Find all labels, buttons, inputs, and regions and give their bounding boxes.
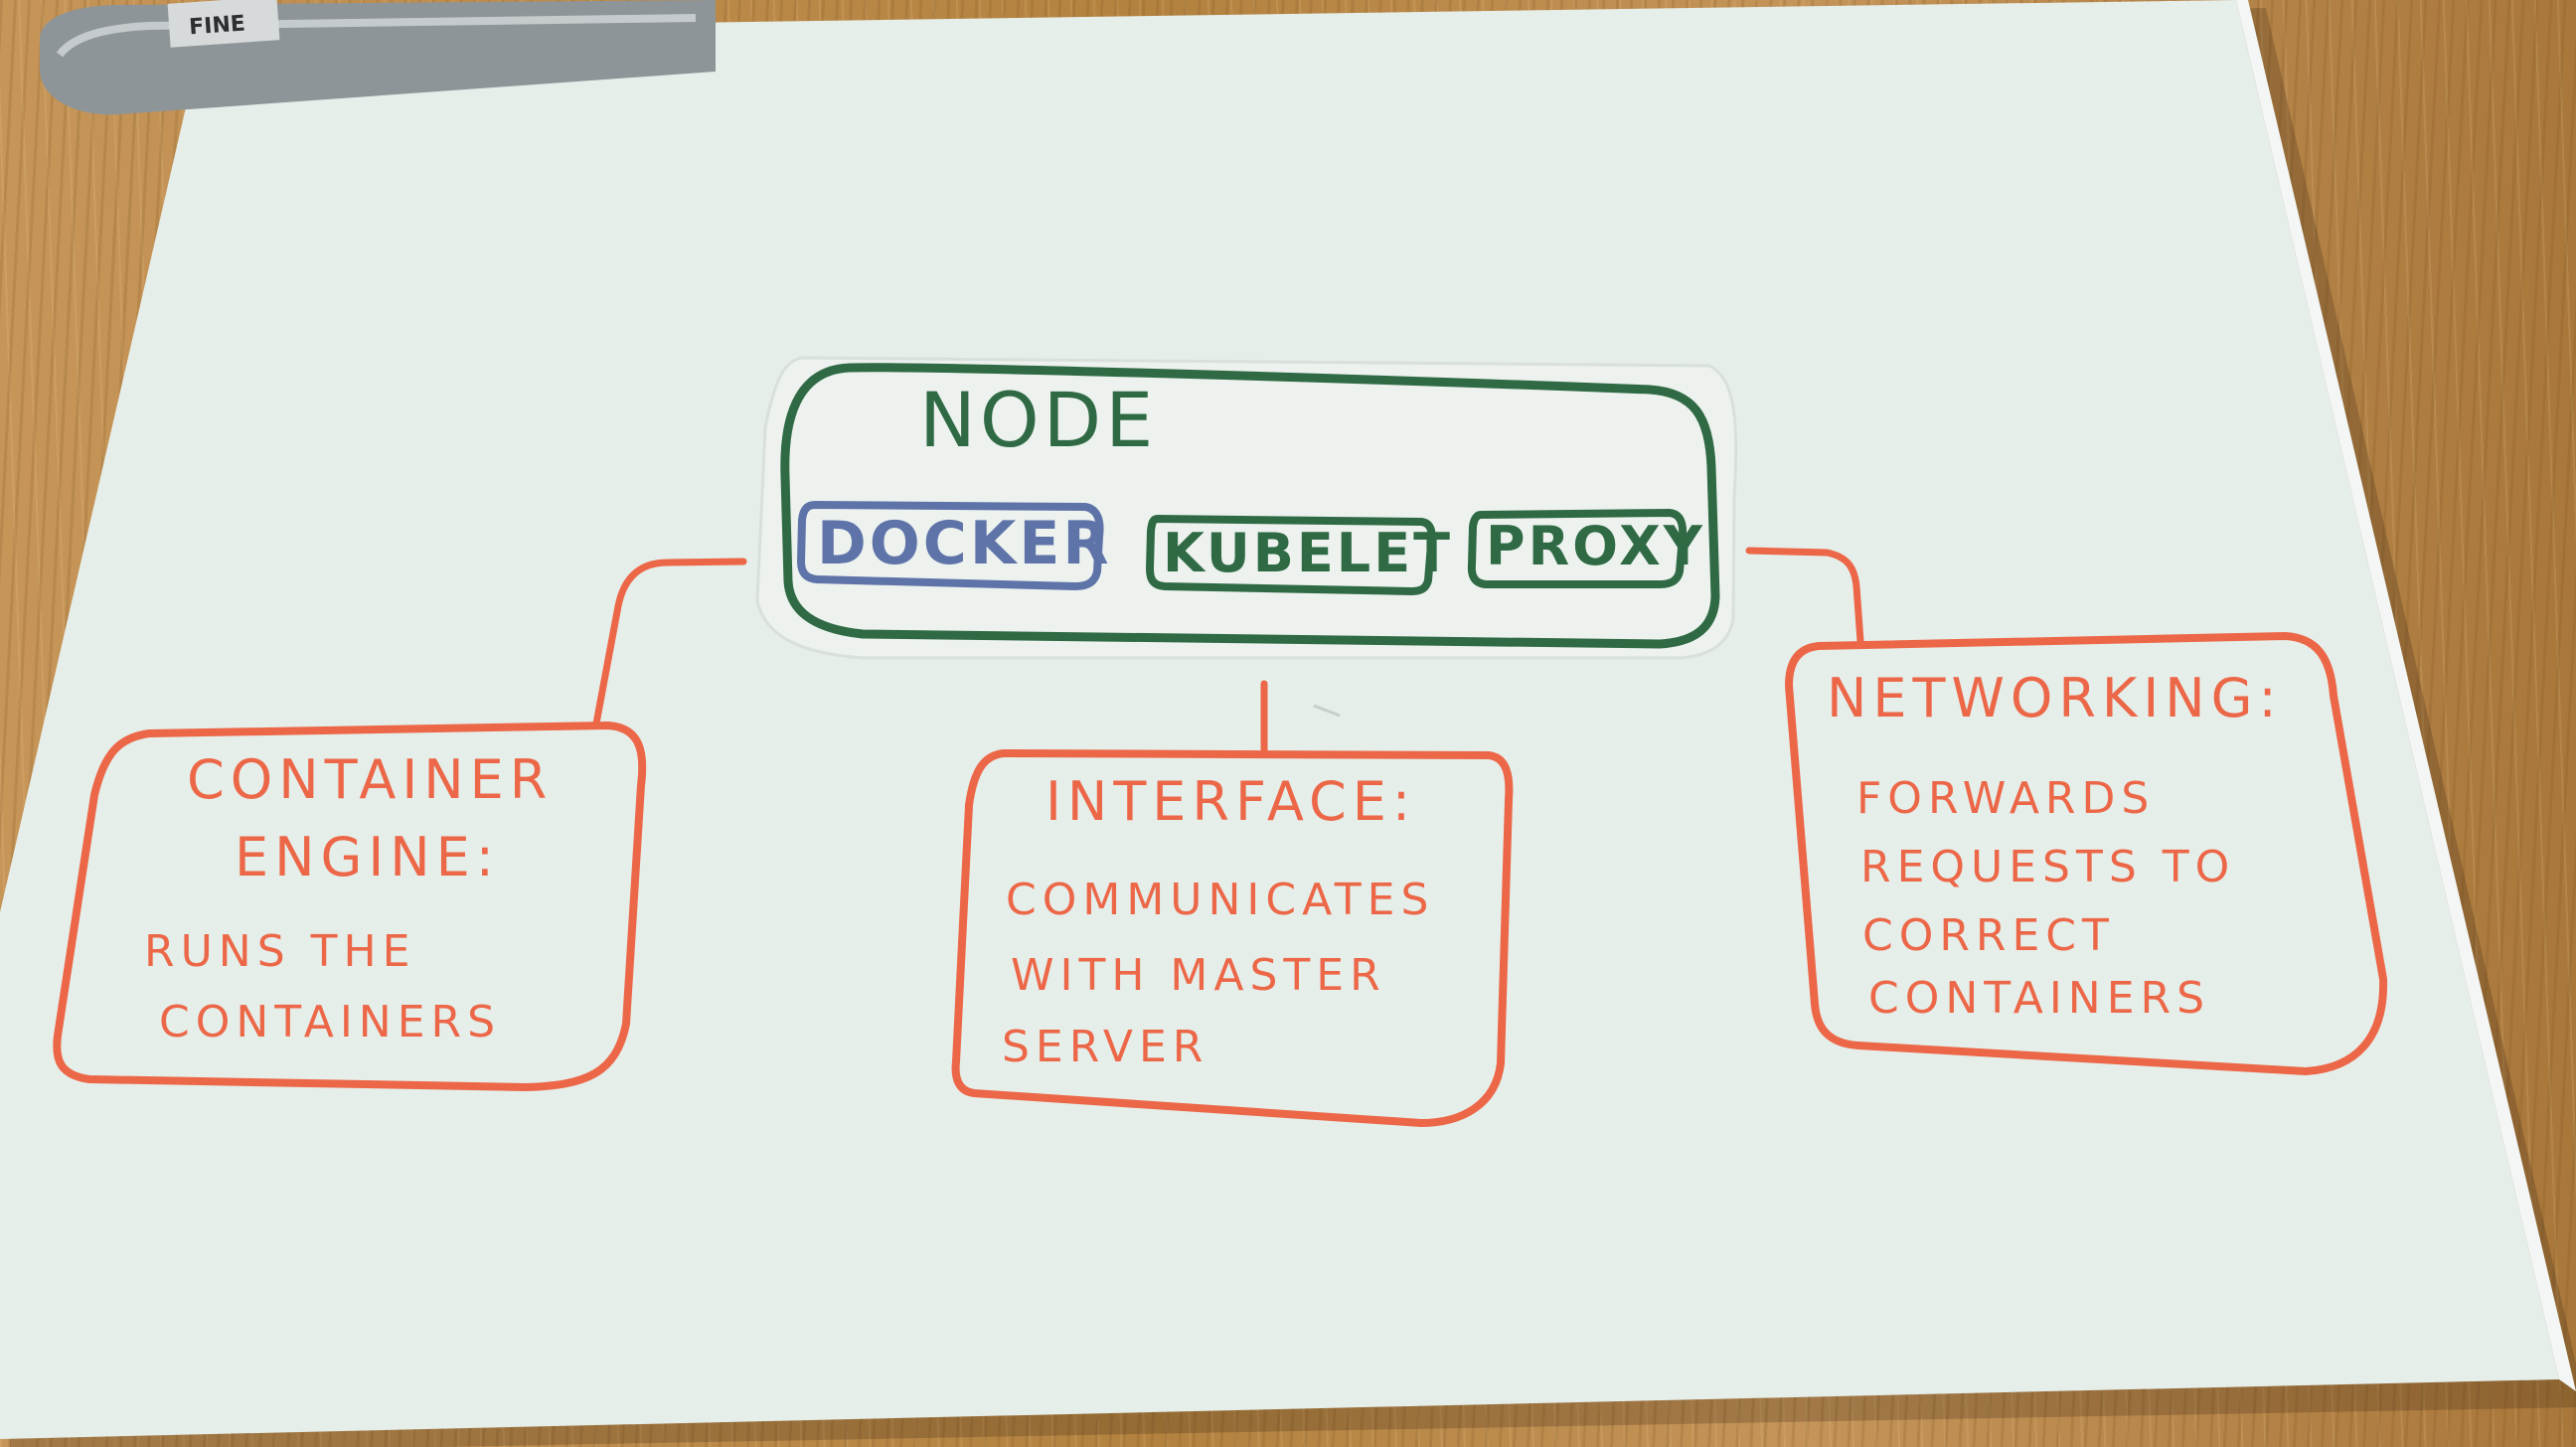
container-engine-heading-line-1: CONTAINER [187,748,554,811]
networking-body-line-3: CORRECT [1862,910,2115,961]
container-engine-body-line-2: CONTAINERS [159,997,502,1047]
container-engine-heading-line-2: ENGINE: [235,826,500,888]
pencil-tick-mark [1313,704,1341,718]
interface-body-line-1: COMMUNICATES [1006,875,1435,925]
networking-body-line-1: FORWARDS [1856,773,2156,824]
paper-edge [2236,0,2576,1391]
interface-box [951,749,1514,1127]
networking-box [1785,632,2388,1075]
node-box-outline [780,363,1720,649]
proxy-chip-box [1467,508,1688,588]
marker-pen: FINE [40,0,716,115]
docker-chip-box [796,500,1104,591]
interface-heading: INTERFACE: [1046,770,1417,833]
node-component-kubelet: KUBELET [1163,522,1453,584]
networking-heading: NETWORKING: [1827,667,2283,729]
kubelet-chip-box [1145,514,1436,596]
connector-container-engine [592,558,747,727]
marker-label-band [167,0,280,48]
container-engine-body-line-1: RUNS THE [144,926,416,977]
interface-body-line-3: SERVER [1002,1022,1209,1072]
connector-networking [1745,547,1864,645]
node-component-docker: DOCKER [817,509,1112,578]
node-title: NODE [919,376,1158,464]
interface-body-line-2: WITH MASTER [1011,950,1386,1001]
marker-highlight [56,14,697,58]
networking-body-line-4: CONTAINERS [1868,973,2211,1024]
container-engine-box [53,722,647,1091]
node-component-proxy: PROXY [1486,515,1705,577]
marker-label-text: FINE [188,12,245,41]
networking-body-line-2: REQUESTS TO [1860,842,2236,892]
